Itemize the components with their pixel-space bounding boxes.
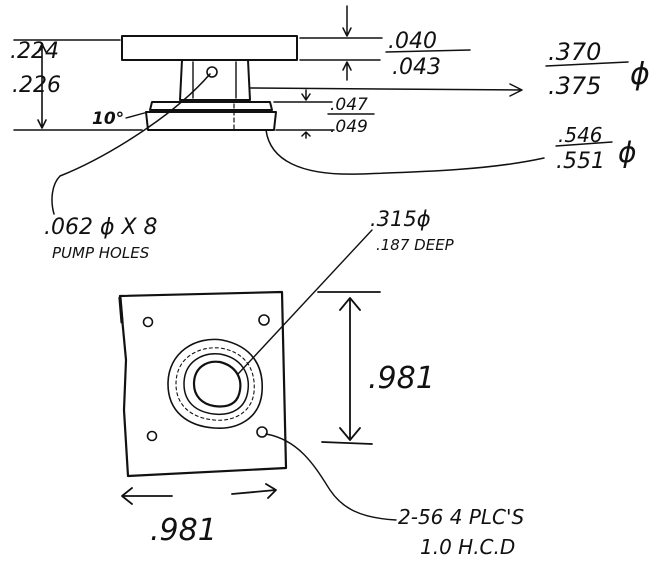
pump-holes-label-2: PUMP HOLES	[52, 244, 150, 262]
bore-dia-label: .315ϕ	[370, 207, 431, 231]
pump-holes-leader	[51, 73, 211, 215]
thread-label-2: 1.0 H.C.D	[420, 535, 515, 559]
side-view: .224 .226 10° .040 .043 .370 .375 ϕ .047…	[10, 5, 650, 262]
bore-inner	[192, 360, 242, 408]
boss-dia-symbol: ϕ	[630, 57, 650, 92]
mounting-hole-tl	[142, 316, 154, 328]
base-step	[149, 101, 273, 111]
height-upper-label: .224	[10, 39, 59, 64]
base-dia-symbol: ϕ	[618, 136, 636, 169]
pump-hole	[206, 66, 218, 78]
base-dia-lower-label: .551	[556, 149, 605, 174]
overall-height-dim	[13, 39, 143, 131]
thread-leader	[265, 433, 397, 521]
flange-thk-lower-label: .043	[392, 55, 441, 80]
step-dim	[273, 89, 335, 139]
thread-label-1: 2-56 4 PLC'S	[398, 505, 524, 529]
boss-dia-upper-label: .370	[548, 38, 601, 66]
boss-dia-lower-label: .375	[548, 72, 601, 100]
step-lower-label: .049	[330, 117, 368, 137]
bore-dashed	[175, 347, 255, 421]
plate-outline	[118, 290, 288, 478]
bore-leader	[237, 229, 373, 375]
base	[145, 111, 277, 131]
bore-outer	[167, 338, 263, 429]
angle-label: 10°	[92, 109, 124, 129]
mounting-hole-bl	[146, 430, 158, 442]
boss-dia-frac-bar	[545, 61, 629, 67]
width-label: .981	[150, 513, 217, 548]
mounting-hole-tr	[258, 314, 270, 326]
width-dim	[121, 483, 277, 505]
top-flange	[121, 35, 298, 61]
boss	[179, 59, 251, 101]
mounting-hole-br	[256, 426, 268, 438]
boss-dia-leader	[249, 83, 523, 97]
base-dia-frac-bar	[555, 141, 613, 147]
angle-leader	[125, 111, 149, 119]
flange-thk-dim	[299, 5, 383, 81]
bore-depth-label: .187 DEEP	[376, 236, 455, 254]
bore-middle	[183, 353, 250, 416]
flange-thk-upper-label: .040	[388, 29, 437, 54]
height-label: .981	[368, 361, 435, 396]
top-view: .315ϕ .187 DEEP .981 .981 2-56 4 PLC'S 1…	[118, 207, 524, 559]
base-dia-leader	[265, 129, 545, 175]
pump-holes-label-1: .062 ϕ X 8	[44, 215, 158, 240]
height-dim	[317, 291, 381, 445]
step-upper-label: .047	[330, 95, 368, 115]
height-lower-label: .226	[12, 73, 61, 98]
plate-edge-heavy	[118, 296, 124, 324]
flange-thk-frac-bar	[385, 49, 471, 53]
